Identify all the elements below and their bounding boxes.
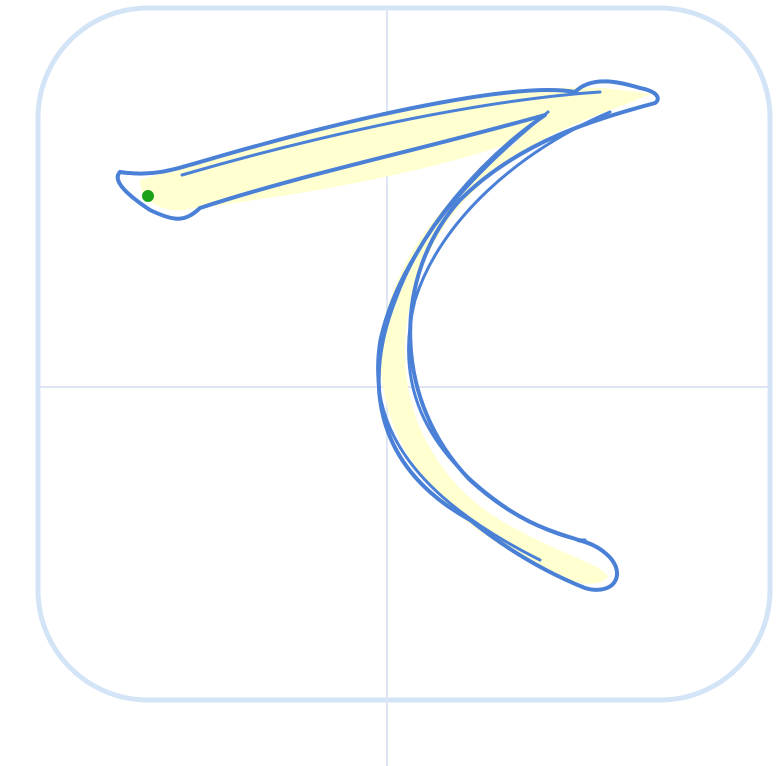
stroke-start-marker bbox=[142, 190, 154, 202]
glyph-stroke-fill bbox=[140, 87, 655, 583]
